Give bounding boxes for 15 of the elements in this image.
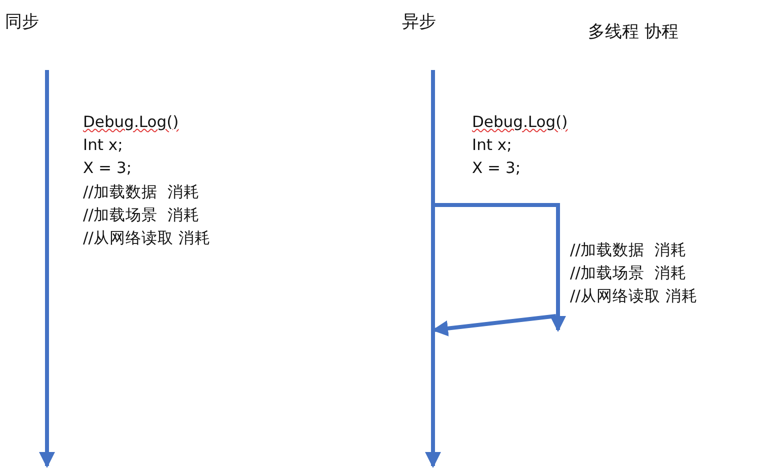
- code-line: X = 3;: [472, 159, 521, 177]
- code-line: Int x;: [472, 136, 512, 154]
- code-line: Int x;: [83, 136, 123, 154]
- heading: 同步: [5, 11, 39, 33]
- heading: 异步: [402, 11, 436, 33]
- code-line: Debug.Log(): [83, 113, 179, 131]
- code-line: //从网络读取 消耗: [83, 228, 210, 249]
- code-line: X = 3;: [83, 159, 132, 177]
- code-line: //加载场景 消耗: [83, 205, 200, 226]
- code-line: //加载场景 消耗: [570, 263, 686, 284]
- note-text: 多线程 协程: [588, 21, 678, 43]
- code-line: Debug.Log(): [472, 113, 568, 131]
- code-line: //加载数据 消耗: [83, 182, 200, 203]
- code-line: //加载数据 消耗: [570, 240, 686, 261]
- code-line: //从网络读取 消耗: [570, 286, 698, 307]
